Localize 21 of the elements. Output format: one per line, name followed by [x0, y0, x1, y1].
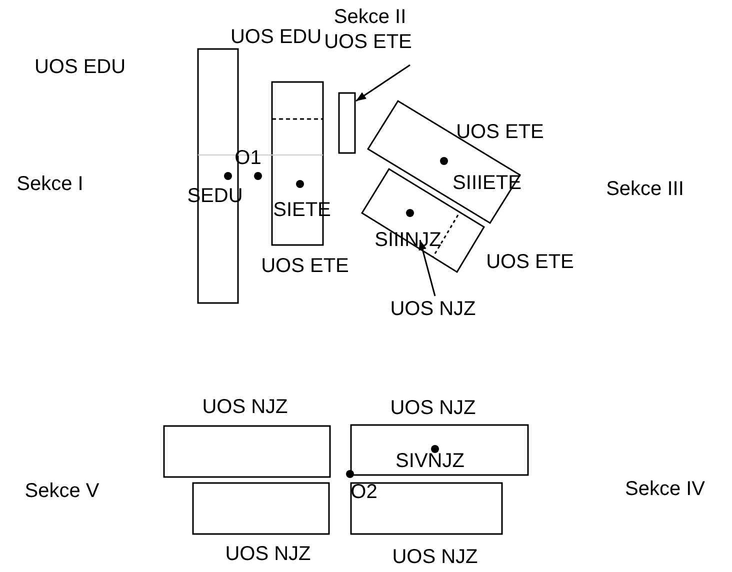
label-text: UOS EDU	[230, 26, 322, 48]
label-text: O2	[350, 481, 378, 503]
label-text: UOS ETE	[261, 255, 349, 277]
label-text: UOS NJZ	[202, 396, 288, 418]
callout-text: Sekce II	[334, 6, 406, 28]
leader-line	[418, 240, 436, 296]
label-text: Sekce IV	[624, 478, 706, 500]
label-text: UOS ETE	[456, 121, 544, 143]
label-text: UOS ETE	[486, 251, 574, 273]
label-text: SIVNJZ	[396, 450, 464, 472]
label-text: Sekce III	[606, 178, 684, 200]
label-text: UOS NJZ	[390, 397, 476, 419]
zone-outline	[338, 92, 356, 154]
label-text: Sekce I	[16, 173, 84, 195]
label-text: UOS NJZ	[225, 543, 311, 565]
callout-text: UOS NJZ	[390, 298, 476, 320]
label-text: Sekce V	[24, 480, 100, 502]
label-text: UOS EDU	[34, 56, 126, 78]
label-text: UOS NJZ	[392, 546, 478, 568]
leader-line	[356, 64, 410, 102]
callout-text: UOS ETE	[324, 31, 412, 53]
